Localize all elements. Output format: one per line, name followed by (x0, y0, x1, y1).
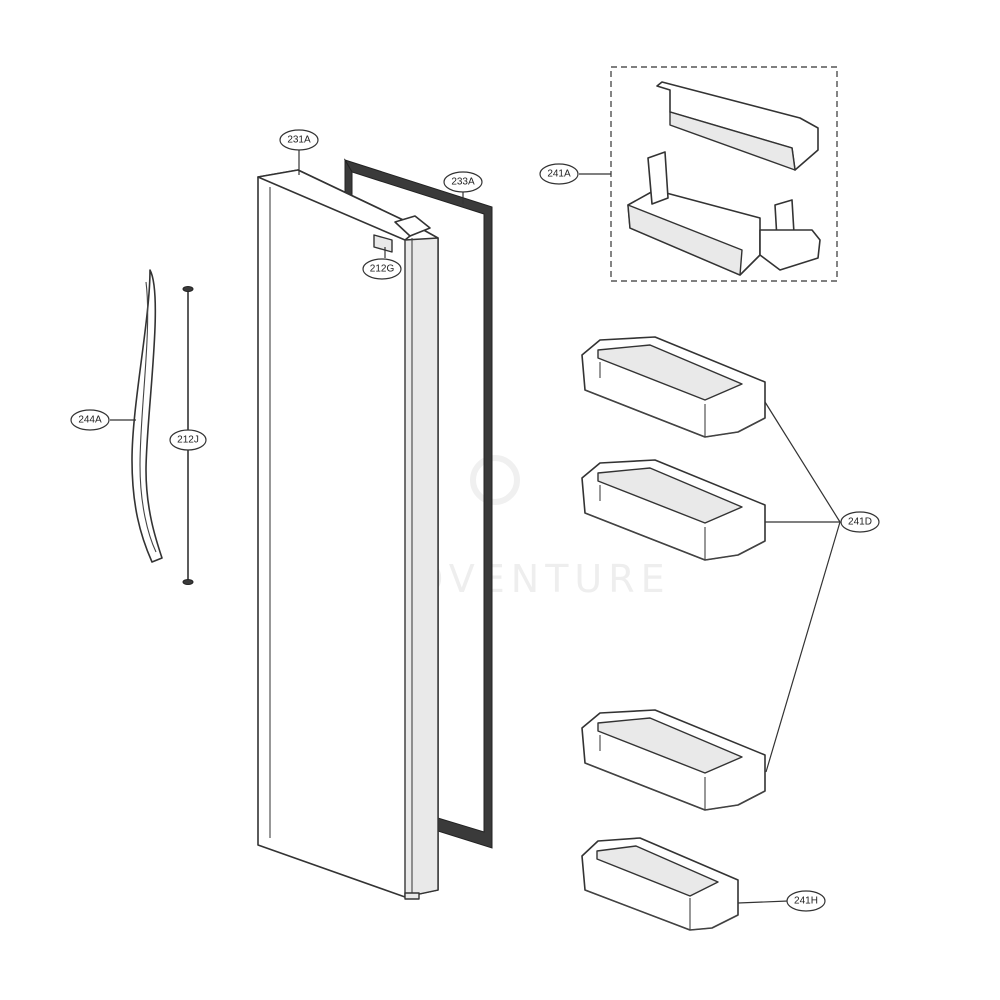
door-basket-2 (581, 459, 766, 561)
callout-241H: 241H (786, 890, 826, 912)
callout-231A: 231A (279, 129, 319, 151)
callout-241A-text: 241A (547, 169, 571, 180)
callout-212J: 212J (169, 429, 207, 451)
callout-241D-text: 241D (848, 517, 872, 528)
callout-231A-text: 231A (287, 135, 311, 146)
callout-212J-text: 212J (177, 435, 199, 446)
door-panel (257, 169, 439, 900)
leader-lines (110, 150, 841, 904)
door-handle (131, 269, 163, 563)
callout-241H-text: 241H (794, 896, 818, 907)
door-basket-3 (581, 709, 766, 811)
small-door-basket (581, 837, 739, 931)
callout-233A-text: 233A (451, 177, 475, 188)
callout-212G-text: 212G (370, 264, 395, 275)
dispenser-cover-assembly (610, 66, 838, 282)
callout-233A: 233A (443, 171, 483, 193)
callout-244A: 244A (70, 409, 110, 431)
callout-244A-text: 244A (78, 415, 102, 426)
door-basket-1 (581, 336, 766, 438)
label-plate (373, 234, 393, 253)
callout-241D: 241D (840, 511, 880, 533)
callout-241A: 241A (539, 163, 579, 185)
callout-212G: 212G (362, 258, 402, 280)
